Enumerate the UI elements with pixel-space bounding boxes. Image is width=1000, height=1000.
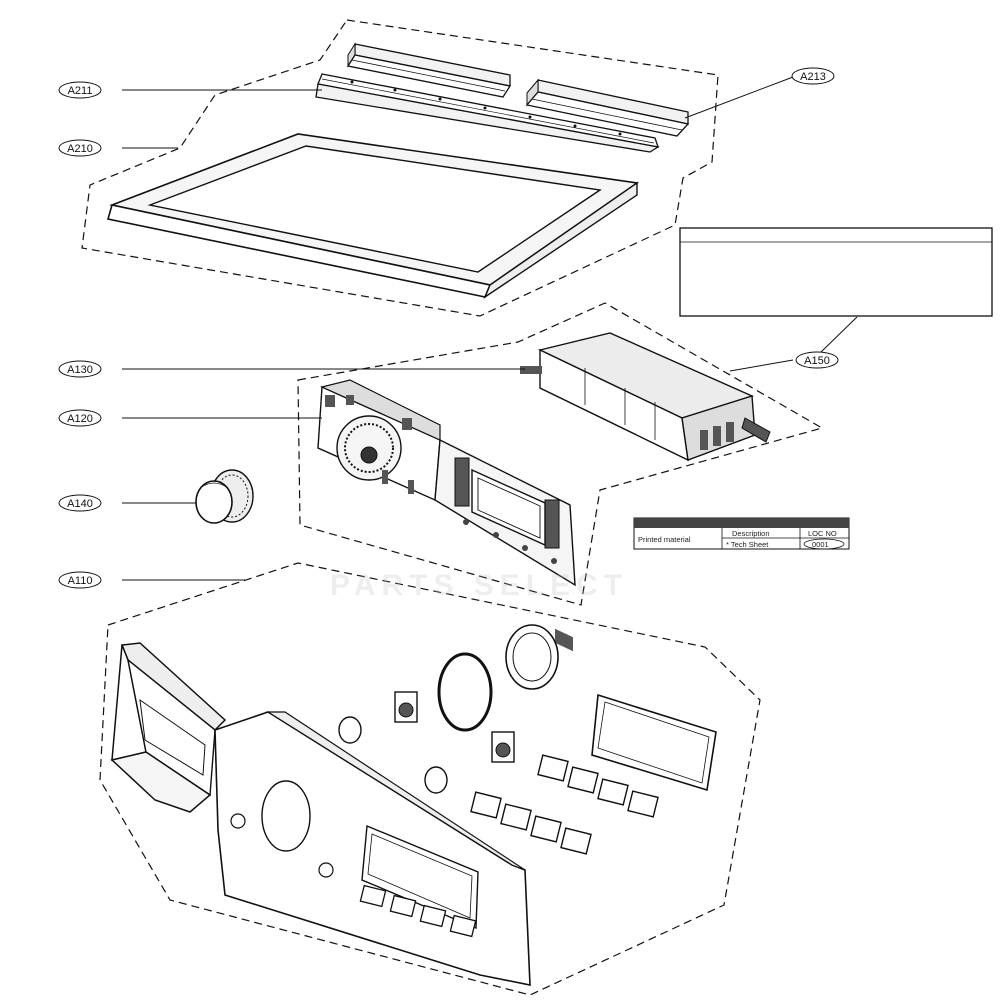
main-pcb [520,332,771,652]
svg-text:A120: A120 [67,413,93,425]
watermark: PARTS SELECT [330,569,628,602]
control-panel-housing [110,642,531,986]
material-row-label: Printed material [638,535,691,544]
callout-a120: A120 [58,409,102,427]
svg-text:A210: A210 [67,143,93,155]
control-pcb [317,379,576,587]
svg-text:A211: A211 [68,85,93,97]
callout-a211: A211 [58,81,102,99]
blank-label-box [679,227,993,317]
svg-text:A110: A110 [68,575,93,587]
svg-text:A150: A150 [804,355,830,367]
callout-a213: A213 [791,67,835,85]
material-loc-header: LOC NO [808,529,837,538]
callout-a110: A110 [58,571,102,589]
leader-lines [122,76,794,581]
callout-a130: A130 [58,360,102,378]
printed-material-table: Printed material Description LOC NO * Te… [633,517,850,550]
material-item-loc: 0001 [812,540,829,549]
callout-a210: A210 [58,139,102,157]
callout-a150: A150 [795,351,839,369]
control-knob [195,469,254,524]
material-description-header: Description [732,529,770,538]
top-bracket [315,73,660,153]
control-assembly-dashed-boundary [297,302,824,606]
svg-text:A130: A130 [67,364,93,376]
callout-a140: A140 [58,494,102,512]
control-panel-parts [338,624,717,855]
material-item-description: * Tech Sheet [726,540,769,549]
top-assembly-dashed-boundary [81,19,719,317]
top-rail-right [525,78,690,137]
top-rail-left [346,42,512,98]
svg-text:A140: A140 [67,498,93,510]
label-box-leader [819,316,858,354]
top-glass-panel [106,133,640,299]
control-panel-dashed-boundary [99,562,761,996]
svg-text:A213: A213 [800,71,826,83]
